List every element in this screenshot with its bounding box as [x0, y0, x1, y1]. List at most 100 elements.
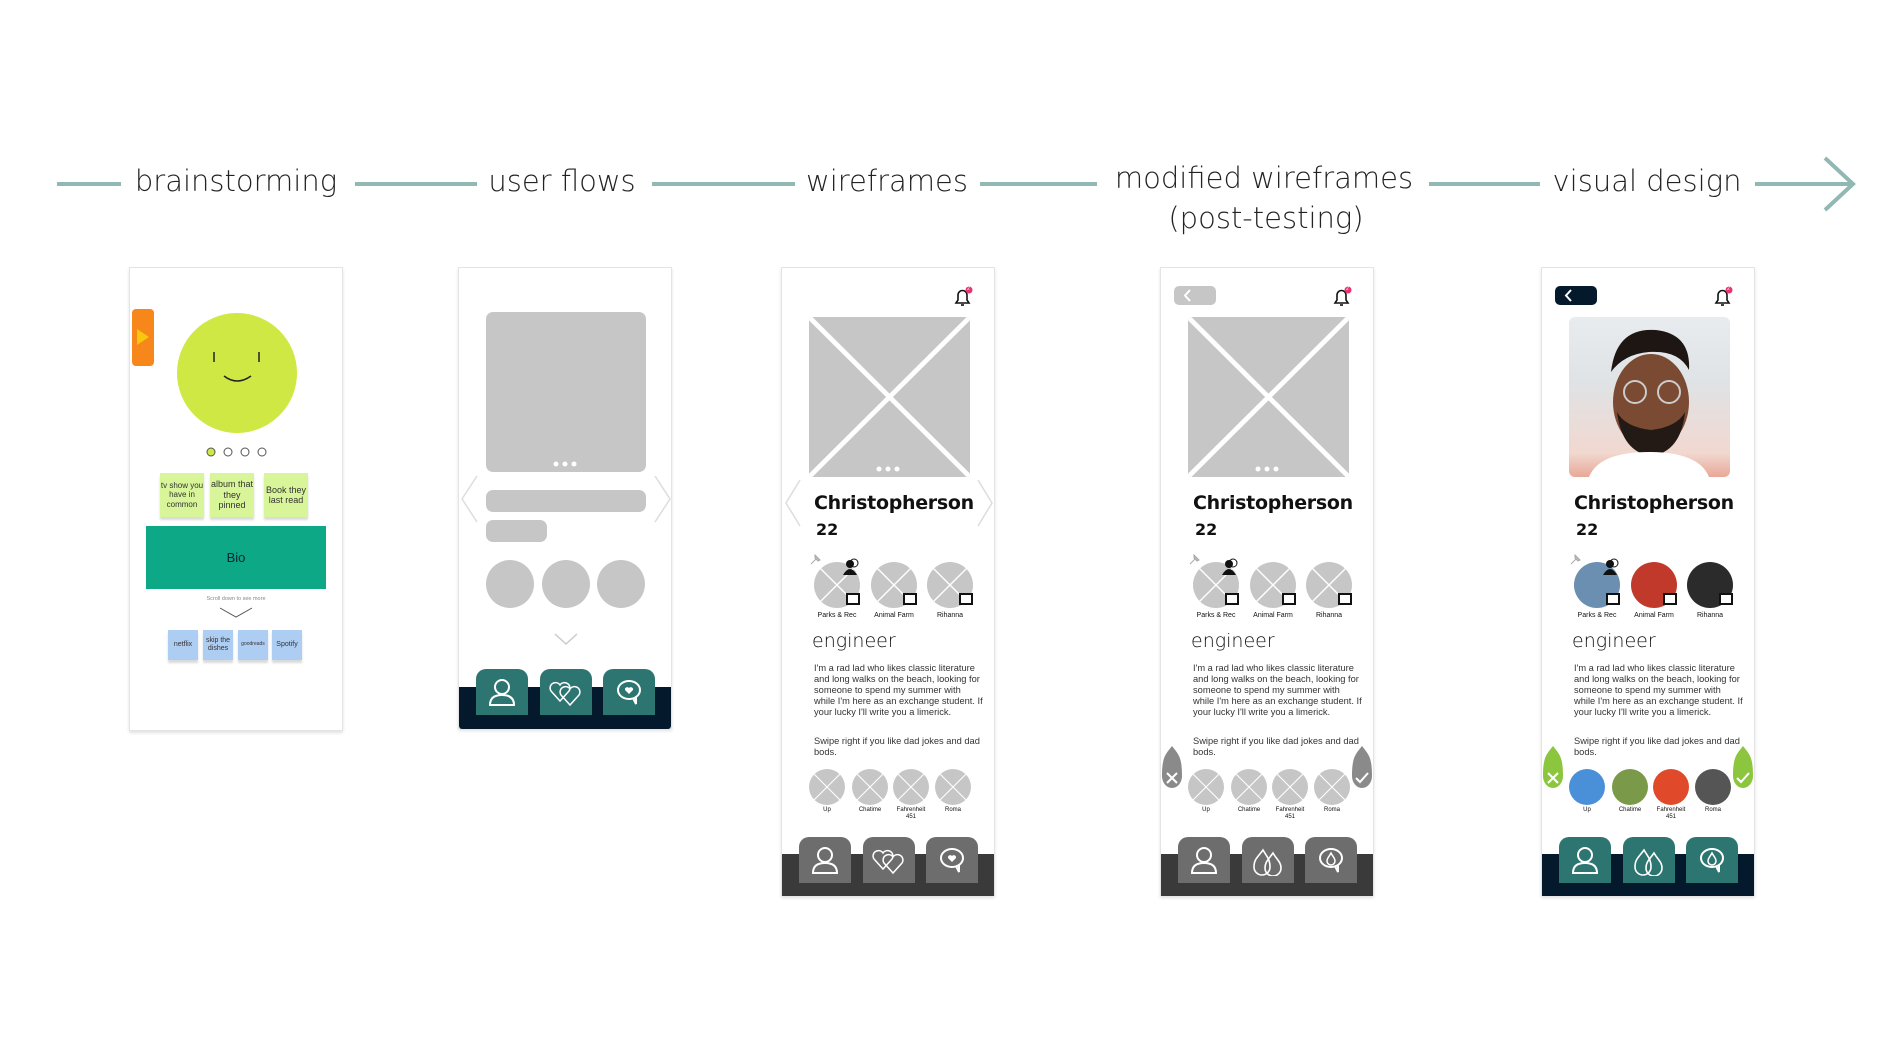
matches-tab[interactable]: [863, 837, 915, 883]
image-placeholder-icon: [1231, 769, 1267, 805]
pinned-interest-label: Rihanna: [1696, 612, 1724, 619]
back-button[interactable]: [1174, 286, 1216, 305]
notification-bell[interactable]: 2: [1331, 286, 1353, 308]
chat-tab[interactable]: [926, 837, 978, 883]
stage-post-testing: (post-testing): [1168, 201, 1364, 235]
music-note-icon: [1338, 593, 1352, 605]
photo-placeholder[interactable]: [1188, 317, 1349, 477]
favorite-item-label: Fahrenheit 451: [1656, 807, 1686, 820]
profile-tab[interactable]: [1559, 837, 1611, 883]
tv-icon: [1225, 593, 1239, 605]
pinned-interest-label: Rihanna: [936, 612, 964, 619]
favorite-item[interactable]: [852, 769, 888, 805]
carousel-dots[interactable]: [875, 465, 903, 473]
favorite-item[interactable]: [809, 769, 845, 805]
user-flow-panel: [458, 267, 672, 729]
matches-tab[interactable]: [1623, 837, 1675, 883]
profile-occupation: engineer: [1572, 630, 1656, 652]
swipe-right-arrow[interactable]: [976, 478, 994, 528]
person-icon: [1190, 847, 1218, 874]
matches-tab[interactable]: [540, 669, 592, 715]
play-tab[interactable]: [132, 309, 154, 366]
profile-bio: I'm a rad lad who likes classic literatu…: [1193, 663, 1362, 717]
pinned-interest[interactable]: [1250, 562, 1296, 608]
pinned-interest-label: Animal Farm: [1253, 612, 1293, 619]
music-note-icon: [959, 593, 973, 605]
stage-user-flows: user flows: [488, 164, 636, 198]
app-sticky: Spotify: [272, 630, 302, 660]
mutual-friends-icon: [1603, 558, 1619, 575]
profile-bio: I'm a rad lad who likes classic literatu…: [1574, 663, 1743, 717]
sticky-note: tv show you have in common: [160, 473, 204, 517]
pinned-interest-label: Parks & Rec: [1577, 612, 1617, 619]
matches-tab[interactable]: [1242, 837, 1294, 883]
favorite-item[interactable]: [1569, 769, 1605, 805]
profile-tab[interactable]: [1178, 837, 1230, 883]
carousel-dots[interactable]: [552, 460, 580, 468]
profile-name: Christopherson: [1574, 492, 1734, 514]
favorite-item[interactable]: [935, 769, 971, 805]
favorite-item[interactable]: [893, 769, 929, 805]
carousel-dots[interactable]: [1635, 465, 1663, 473]
pear-x-icon: [1162, 740, 1182, 788]
profile-swipe-note: Swipe right if you like dad jokes and da…: [814, 736, 980, 757]
favorite-item[interactable]: [1272, 769, 1308, 805]
like-button[interactable]: [1351, 738, 1373, 798]
stage-wireframes: wireframes: [805, 164, 969, 198]
favorite-item[interactable]: [1695, 769, 1731, 805]
back-button[interactable]: [1555, 286, 1597, 305]
profile-tab[interactable]: [799, 837, 851, 883]
pear-x-icon: [1543, 740, 1563, 788]
favorite-item-label: Chatime: [1618, 807, 1642, 813]
image-placeholder-icon: [1188, 769, 1224, 805]
arrow-head-icon: [1823, 156, 1856, 212]
dislike-button[interactable]: [1542, 738, 1564, 798]
swipe-left-arrow[interactable]: [784, 478, 802, 528]
timeline-line: [1429, 182, 1540, 186]
chat-tab[interactable]: [1686, 837, 1738, 883]
chevron-left-icon: [1183, 289, 1191, 302]
pin-icon: [1570, 553, 1581, 565]
pin-icon: [1189, 553, 1200, 565]
profile-occupation: engineer: [812, 630, 896, 652]
notification-bell[interactable]: 2: [952, 286, 974, 308]
pear-check-icon: [1733, 740, 1753, 788]
chevron-right-icon[interactable]: [652, 474, 672, 524]
like-button[interactable]: [1732, 738, 1754, 798]
chevron-down-icon[interactable]: [218, 606, 254, 620]
profile-tab[interactable]: [476, 669, 528, 715]
dislike-button[interactable]: [1161, 738, 1183, 798]
favorite-item[interactable]: [1188, 769, 1224, 805]
favorite-item-label: Up: [823, 807, 831, 813]
chevron-down-icon[interactable]: [553, 632, 579, 646]
chat-tab[interactable]: [603, 669, 655, 715]
pinned-interest-label: Parks & Rec: [817, 612, 857, 619]
pears-icon: [1634, 848, 1663, 876]
timeline-line: [355, 182, 477, 186]
favorite-item[interactable]: [1314, 769, 1350, 805]
image-placeholder-icon: [935, 769, 971, 805]
favorite-item[interactable]: [1231, 769, 1267, 805]
photo-placeholder: [486, 312, 646, 472]
pinned-interest-label: Animal Farm: [874, 612, 914, 619]
profile-age: 22: [1195, 520, 1218, 539]
app-sticky: netflix: [168, 630, 198, 660]
image-placeholder-icon: [893, 769, 929, 805]
chevron-left-icon: [1564, 289, 1572, 302]
pagination-dots[interactable]: [204, 445, 270, 459]
notification-bell[interactable]: 2: [1712, 286, 1734, 308]
favorite-item-label: Up: [1583, 807, 1591, 813]
profile-swipe-note: Swipe right if you like dad jokes and da…: [1574, 736, 1740, 757]
interest-placeholder: [486, 560, 534, 608]
carousel-dots[interactable]: [1254, 465, 1282, 473]
profile-photo[interactable]: [1569, 317, 1730, 477]
chevron-left-icon[interactable]: [460, 474, 480, 524]
favorite-item[interactable]: [1612, 769, 1648, 805]
photo-placeholder[interactable]: [809, 317, 970, 477]
favorite-item[interactable]: [1653, 769, 1689, 805]
favorite-item-label: Fahrenheit 451: [1275, 807, 1305, 820]
chat-tab[interactable]: [1305, 837, 1357, 883]
hearts-icon: [872, 849, 904, 875]
tv-icon: [1606, 593, 1620, 605]
notification-count: 2: [1727, 286, 1730, 292]
